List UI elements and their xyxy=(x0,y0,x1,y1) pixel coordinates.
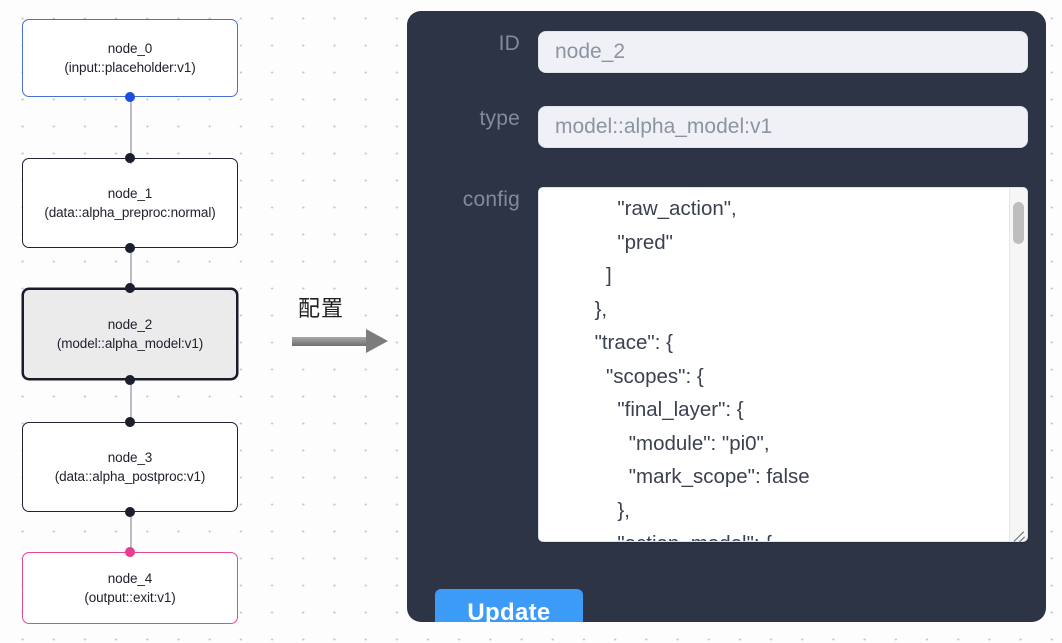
arrow-shaft xyxy=(292,337,368,346)
node-handle-source-node_0[interactable] xyxy=(125,92,135,102)
node-handle-target-node_2[interactable] xyxy=(125,283,135,293)
edge-node3-node4 xyxy=(129,507,132,557)
edge-node2-node3 xyxy=(129,375,132,427)
graph-node-node_4[interactable]: node_4 (output::exit:v1) xyxy=(22,552,238,624)
config-field-label: config xyxy=(462,188,520,211)
annotation-arrow-group: 配置 xyxy=(292,296,402,366)
config-field-row: config "raw_action", "pred" ] }, "trace"… xyxy=(428,187,1028,543)
node-title: node_2 xyxy=(107,316,153,332)
node-subtitle: (data::alpha_postproc:v1) xyxy=(54,469,206,484)
graph-node-node_3[interactable]: node_3 (data::alpha_postproc:v1) xyxy=(22,422,238,512)
node-handle-target-node_1[interactable] xyxy=(125,153,135,163)
id-field-row: ID xyxy=(428,31,1028,73)
type-field-label: type xyxy=(479,107,520,130)
update-button[interactable]: Update xyxy=(435,589,583,622)
config-textarea-wrapper: "raw_action", "pred" ] }, "trace": { "sc… xyxy=(538,187,1028,543)
arrow-head xyxy=(366,329,388,353)
config-scrollbar[interactable] xyxy=(1009,188,1027,541)
annotation-label: 配置 xyxy=(298,297,345,322)
config-scrollbar-thumb[interactable] xyxy=(1013,202,1024,244)
node-handle-target-node_4[interactable] xyxy=(125,547,135,557)
node-config-panel: ID type config "raw_action", "pred" ] },… xyxy=(407,11,1046,622)
id-input[interactable] xyxy=(538,31,1028,73)
graph-node-node_0[interactable]: node_0 (input::placeholder:v1) xyxy=(22,19,238,97)
type-input[interactable] xyxy=(538,106,1028,148)
node-flow-graph[interactable]: node_0 (input::placeholder:v1) node_1 (d… xyxy=(0,0,400,643)
resize-grip-icon[interactable] xyxy=(1010,524,1026,543)
edge-node1-node2 xyxy=(129,243,132,293)
graph-node-node_1[interactable]: node_1 (data::alpha_preproc:normal) xyxy=(22,158,238,248)
right-arrow-icon xyxy=(292,328,392,354)
node-subtitle: (output::exit:v1) xyxy=(84,590,176,605)
node-title: node_0 xyxy=(107,40,153,56)
edge-node0-node1 xyxy=(129,92,132,164)
node-title: node_3 xyxy=(107,449,153,465)
node-subtitle: (data::alpha_preproc:normal) xyxy=(44,205,216,220)
type-field-row: type xyxy=(428,106,1028,148)
node-subtitle: (model::alpha_model:v1) xyxy=(56,336,204,351)
node-subtitle: (input::placeholder:v1) xyxy=(64,60,196,75)
node-handle-source-node_2[interactable] xyxy=(125,375,135,385)
graph-node-node_2[interactable]: node_2 (model::alpha_model:v1) xyxy=(22,288,238,380)
node-handle-source-node_3[interactable] xyxy=(125,507,135,517)
node-title: node_4 xyxy=(107,570,153,586)
node-title: node_1 xyxy=(107,185,153,201)
node-handle-target-node_3[interactable] xyxy=(125,417,135,427)
id-field-label: ID xyxy=(498,32,520,55)
node-handle-source-node_1[interactable] xyxy=(125,243,135,253)
config-textarea[interactable]: "raw_action", "pred" ] }, "trace": { "sc… xyxy=(538,187,1028,542)
